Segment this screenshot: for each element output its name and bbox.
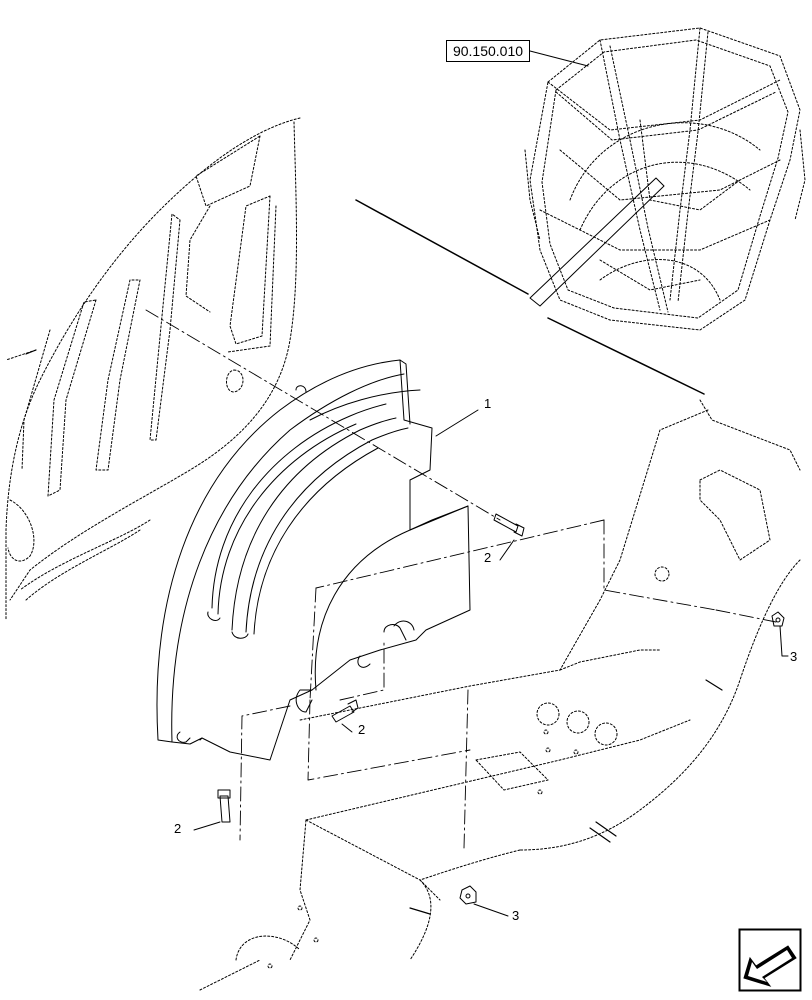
callout-label-2-middle: 2	[358, 722, 366, 737]
fender-panel	[156, 359, 471, 761]
rear-fender-background	[5, 117, 301, 621]
callout-leaders	[193, 409, 789, 917]
prev-page-arrow-icon[interactable]	[738, 928, 802, 992]
bolt-middle	[331, 699, 359, 723]
section-pointer	[529, 177, 665, 307]
callout-label-2-lower: 2	[174, 821, 182, 836]
floor-break-marks	[25, 349, 723, 915]
bolt-lower	[217, 789, 231, 823]
nut-bottom	[459, 885, 477, 905]
callout-label-2-upper: 2	[484, 550, 492, 565]
reference-label[interactable]: 90.150.010	[446, 40, 530, 62]
bolt-upper	[493, 513, 525, 537]
reference-leader	[529, 50, 589, 67]
cab-frame	[524, 27, 806, 331]
callout-label-3-right: 3	[790, 649, 798, 664]
callout-label-3-bottom: 3	[512, 908, 520, 923]
callout-label-1: 1	[484, 396, 492, 411]
assembly-lines	[145, 309, 777, 849]
cab-floor	[199, 399, 801, 991]
nut-right	[771, 611, 785, 627]
section-lines	[355, 199, 705, 395]
